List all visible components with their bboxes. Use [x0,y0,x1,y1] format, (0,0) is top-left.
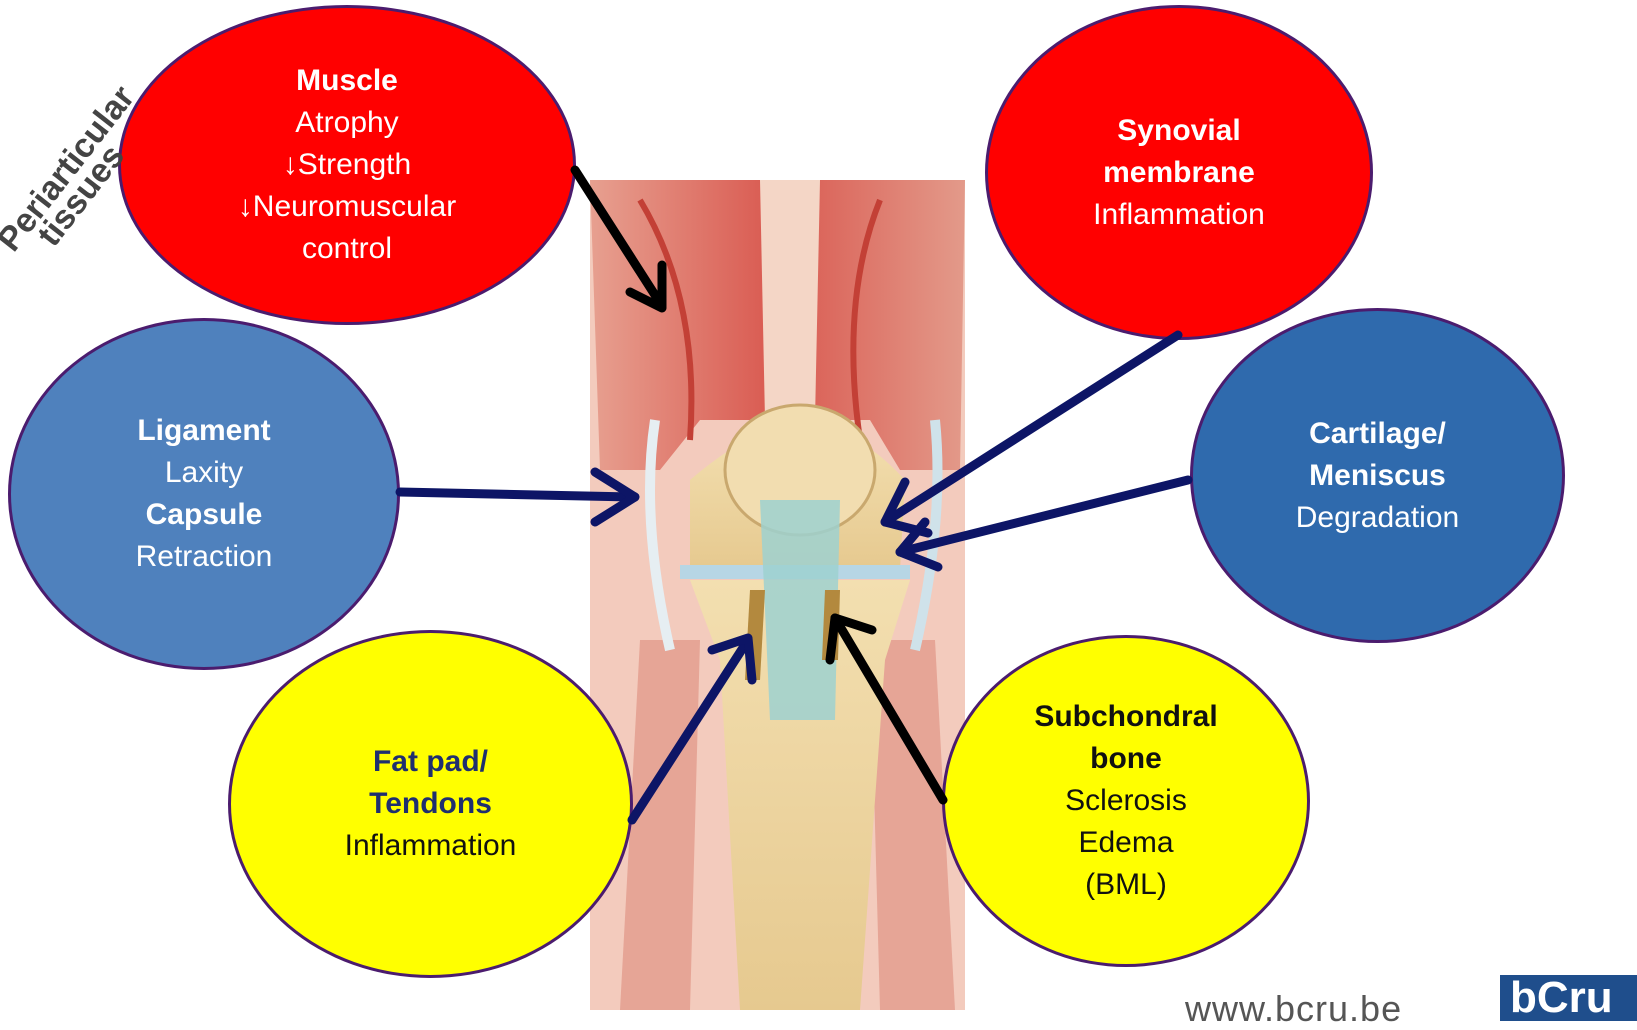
arrow-subchondral [835,618,943,800]
footer-url[interactable]: www.bcru.be [1185,988,1402,1030]
arrow-ligament [400,492,632,497]
arrow-muscle [575,170,662,306]
logo-text: bCru [1510,973,1613,1023]
arrow-cartilage [900,480,1188,552]
bcru-logo: bCru [1500,975,1637,1021]
arrow-fatpad [632,640,748,820]
